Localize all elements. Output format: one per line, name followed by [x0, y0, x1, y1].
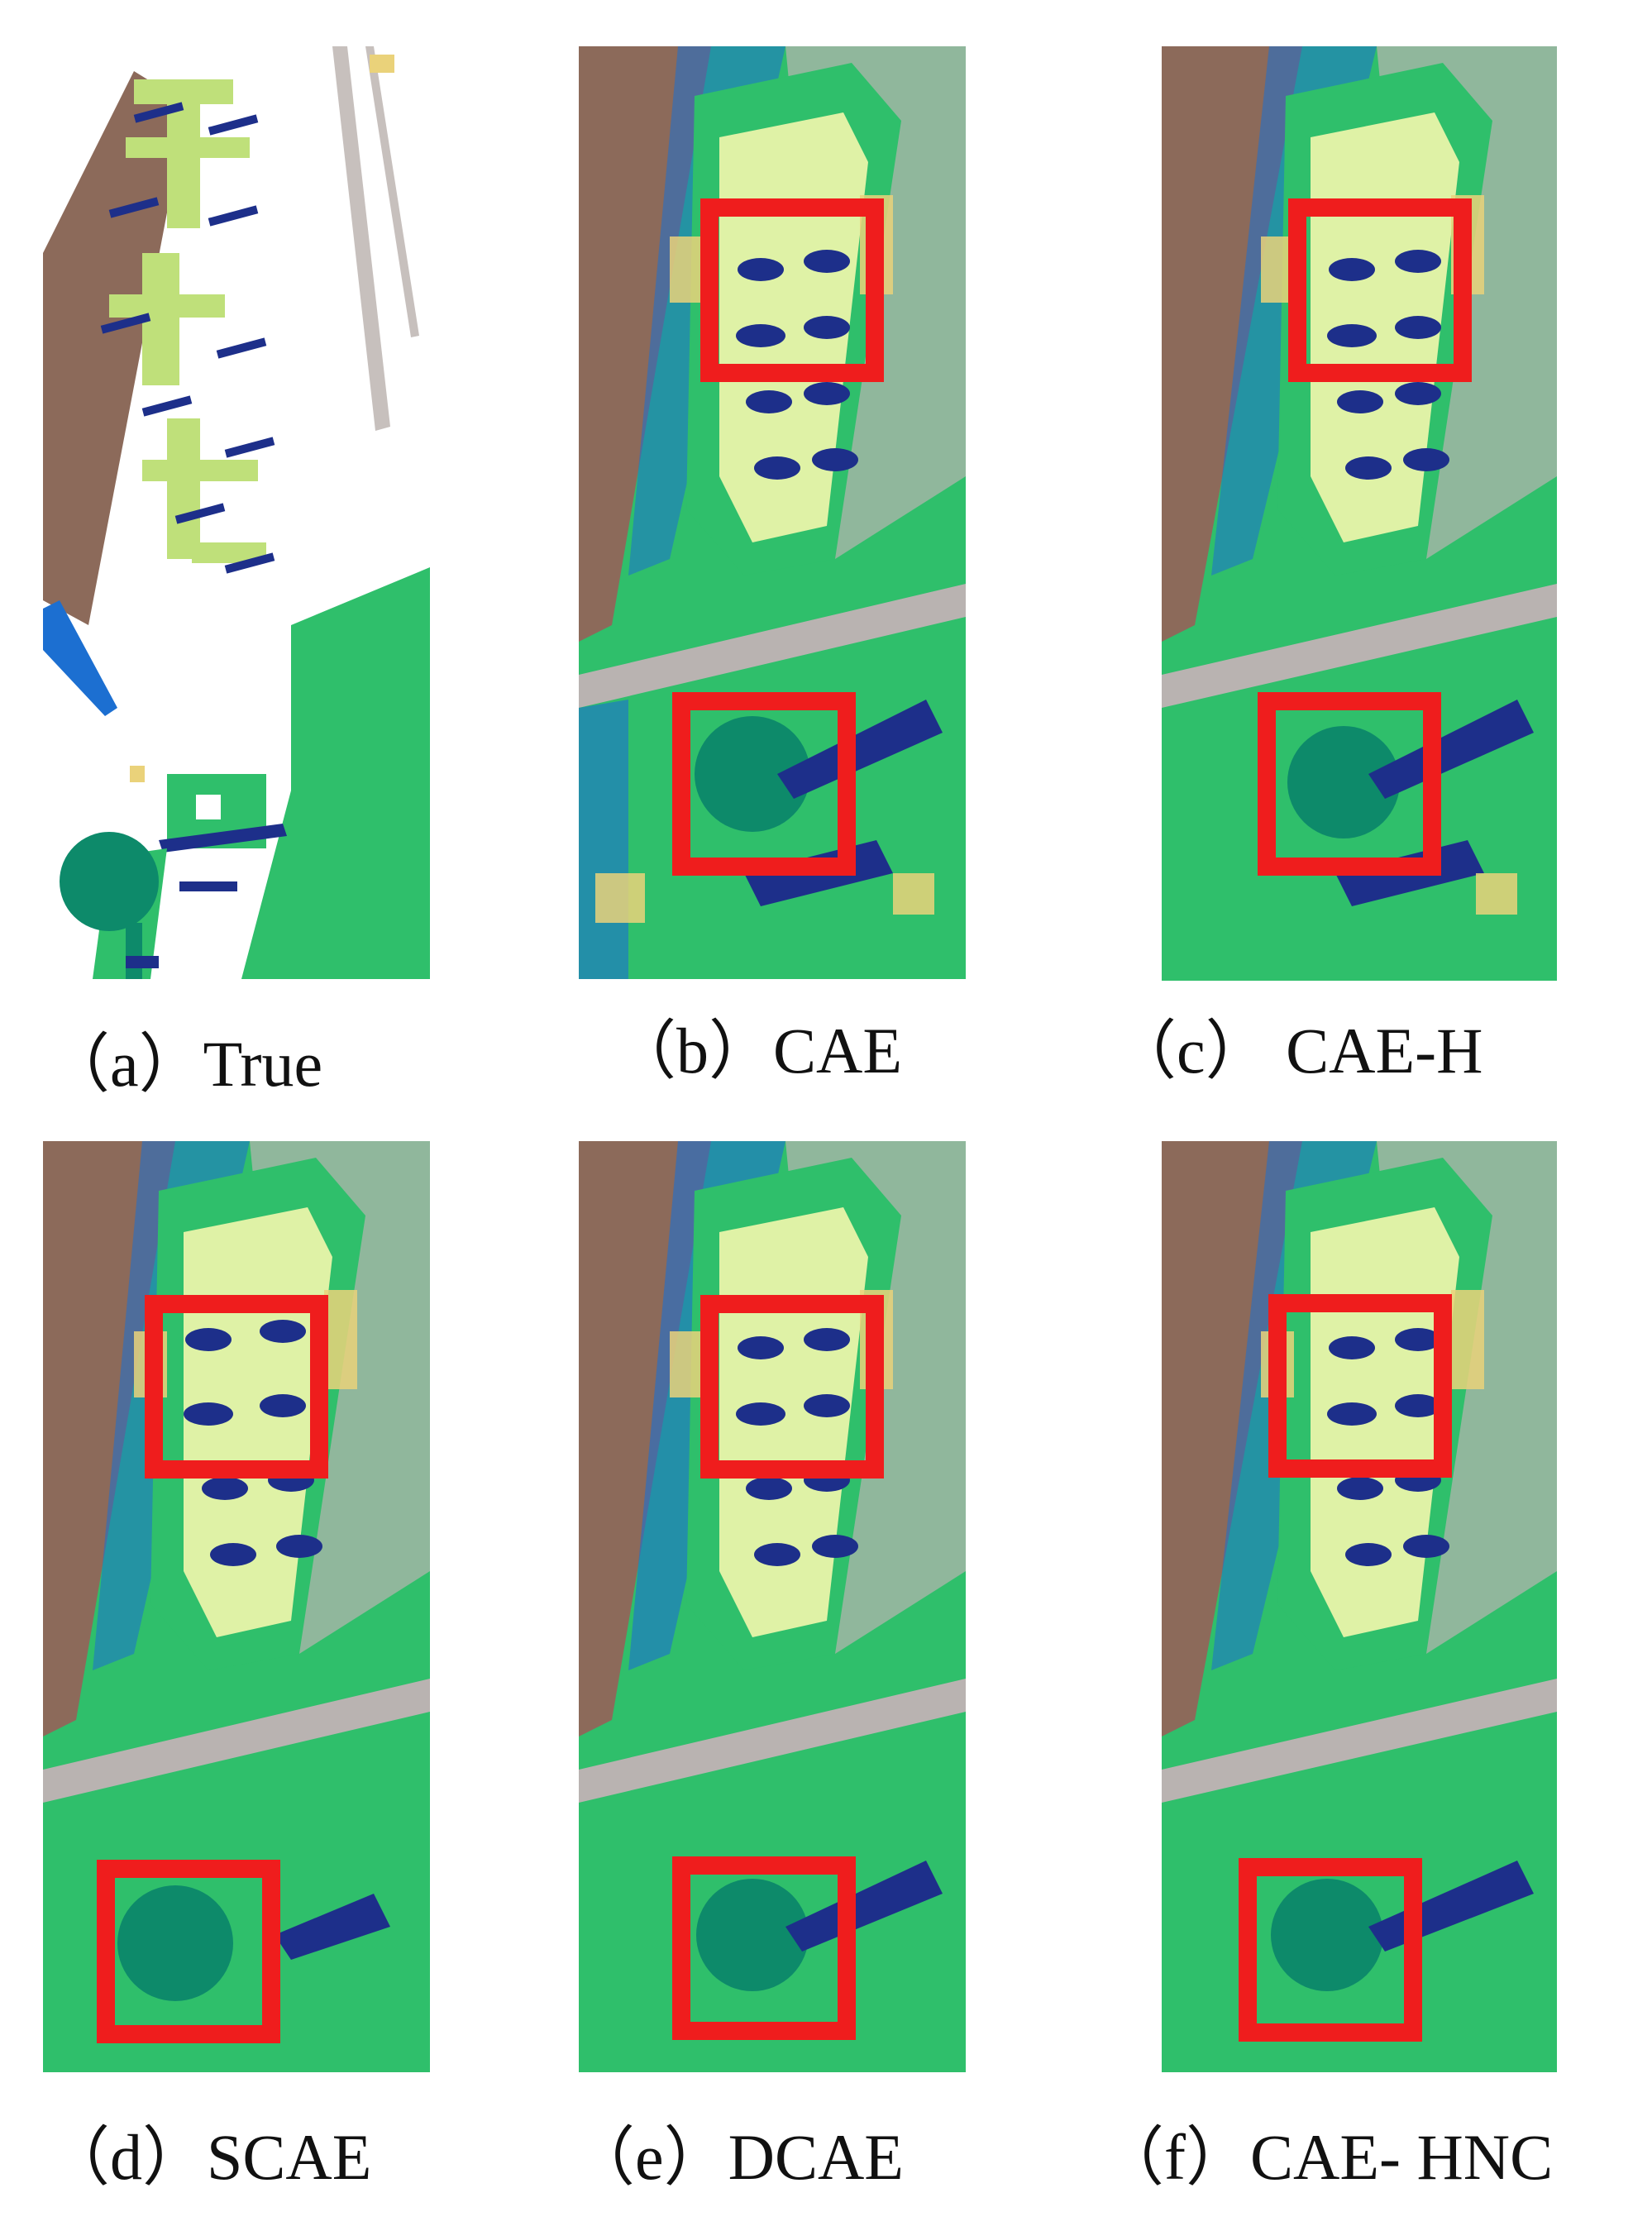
caption-a: （a）True [45, 1028, 323, 1100]
classification-map-cae [579, 46, 966, 979]
classification-map-cae-hnc [1162, 1141, 1557, 2072]
ground-truth-map [43, 46, 430, 979]
classification-map-scae [43, 1141, 430, 2072]
caption-c: （c） CAE-H [1112, 1015, 1483, 1087]
caption-d: （d）SCAE [45, 2121, 372, 2193]
caption-f: （f）CAE- HNC [1100, 2121, 1554, 2193]
classification-map-dcae [579, 1141, 966, 2072]
caption-b: （b）CAE [612, 1015, 903, 1087]
caption-e: （e）DCAE [571, 2121, 904, 2193]
classification-map-cae-h [1162, 46, 1557, 981]
